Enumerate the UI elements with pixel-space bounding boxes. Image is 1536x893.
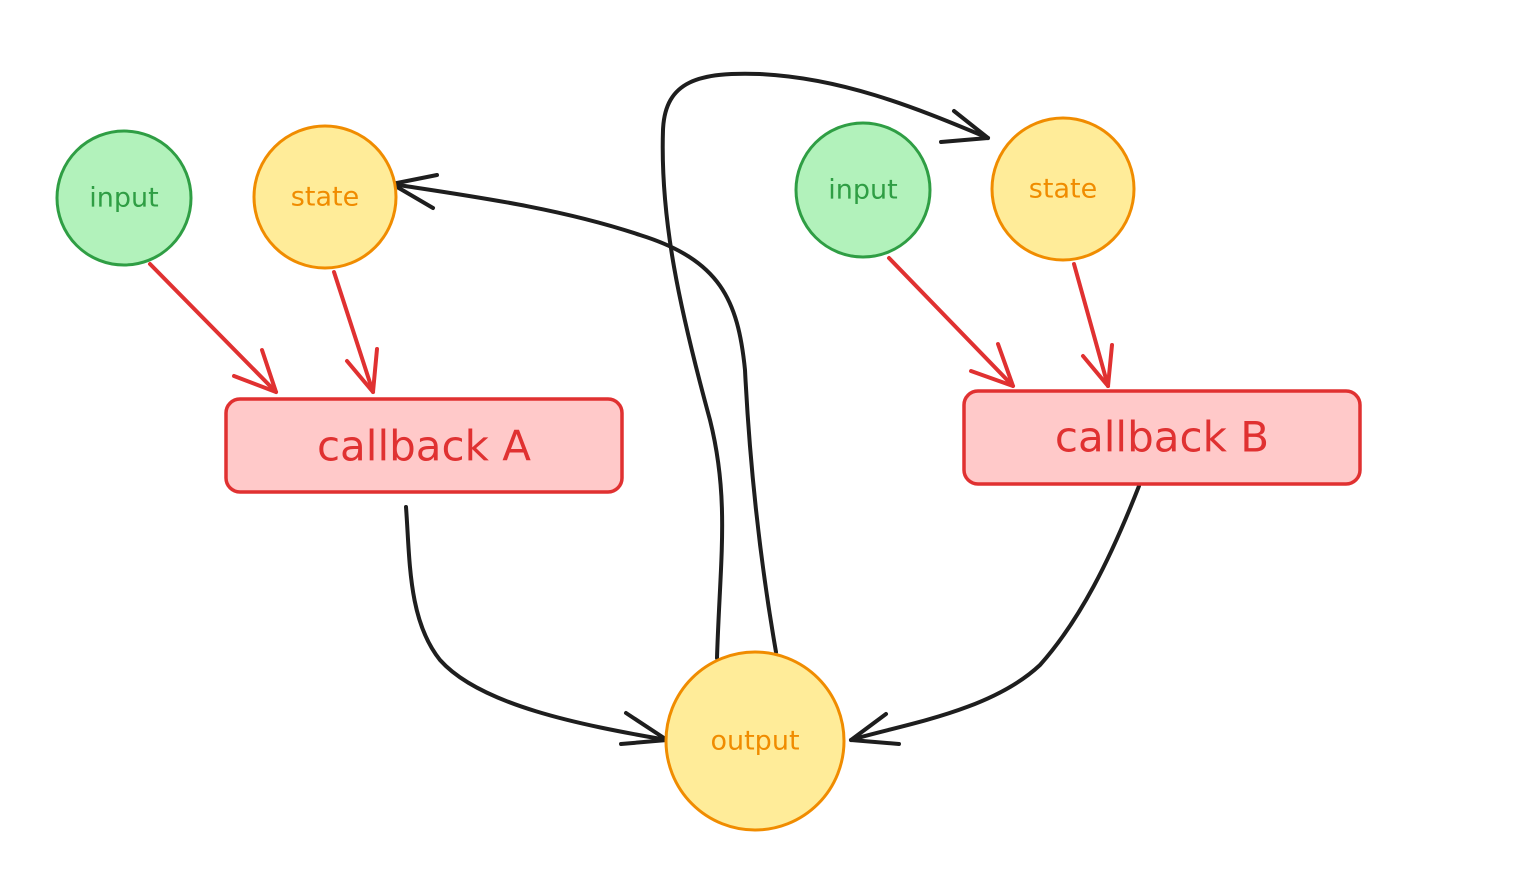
edge-state-b-to-callback-b xyxy=(1072,262,1114,388)
edge-input-b-to-callback-b xyxy=(887,256,1015,388)
input-node-a-label: input xyxy=(89,183,158,214)
edge-output-to-state-b xyxy=(660,71,990,660)
callback-b-box[interactable]: callback B xyxy=(962,389,1362,486)
input-node-a[interactable]: input xyxy=(55,129,193,267)
edge-output-to-state-a xyxy=(390,173,778,654)
edge-state-a-to-callback-a xyxy=(332,270,379,394)
callback-a-label: callback A xyxy=(317,422,531,471)
edge-callback-b-to-output xyxy=(849,484,1141,746)
edge-input-a-to-callback-a xyxy=(148,262,278,394)
callback-b-label: callback B xyxy=(1055,413,1269,462)
state-node-b-label: state xyxy=(1029,174,1097,205)
output-node-label: output xyxy=(710,726,799,757)
callback-a-box[interactable]: callback A xyxy=(224,397,624,494)
input-node-b[interactable]: input xyxy=(794,121,932,259)
input-node-b-label: input xyxy=(828,175,897,206)
output-node[interactable]: output xyxy=(664,650,846,832)
state-node-a[interactable]: state xyxy=(252,124,398,270)
state-node-b[interactable]: state xyxy=(990,116,1136,262)
edge-callback-a-to-output xyxy=(404,505,669,746)
state-node-a-label: state xyxy=(291,182,359,213)
